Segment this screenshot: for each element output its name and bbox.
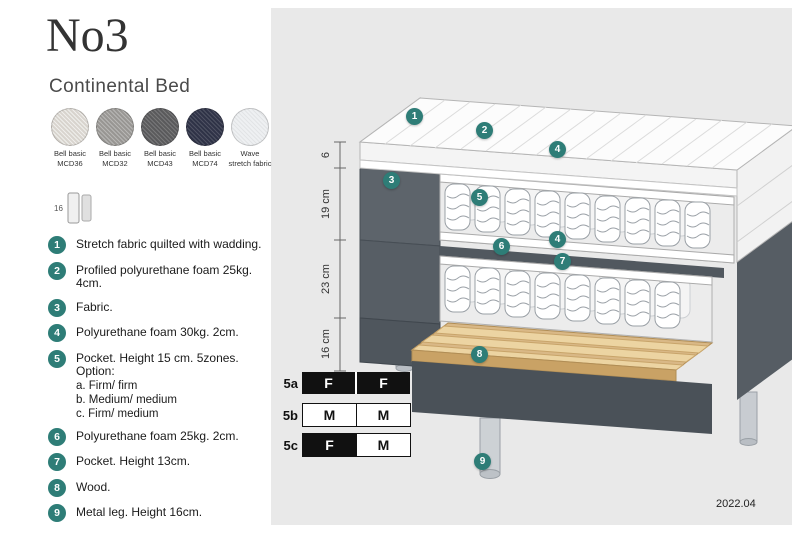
firmness-row-5a: 5a F F (272, 372, 410, 394)
firmness-cell: M (303, 404, 356, 426)
page-subtitle: Continental Bed (49, 76, 191, 97)
firmness-cells: M M (302, 403, 411, 427)
firmness-row-label: 5a (283, 375, 298, 391)
diagram-badge-5: 5 (471, 189, 488, 206)
firmness-cell: M (356, 434, 410, 456)
swatch-label: Bell basic (98, 149, 132, 158)
swatch-label: Bell basic (143, 149, 177, 158)
swatch-code: MCD74 (192, 158, 218, 168)
legend-badge-4: 4 (48, 324, 66, 343)
leg-dimension-icon: 16 (54, 192, 92, 224)
page-title: No3 (46, 9, 129, 62)
swatch-code: MCD32 (102, 158, 128, 168)
diagram-badge-8: 8 (471, 346, 488, 363)
legend-badge-8: 8 (48, 478, 66, 497)
legend-5-option-a: a. Firm/ firm (76, 380, 138, 393)
legend-item-1: 1 Stretch fabric quilted with wadding. (48, 236, 276, 254)
firmness-row-label: 5c (283, 437, 298, 453)
legend-text-5: Pocket. Height 15 cm. 5zones. Option: (76, 350, 239, 379)
legend-item-5: 5 Pocket. Height 15 cm. 5zones. Option: (48, 349, 276, 380)
swatch-code: stretch fabric (228, 158, 272, 168)
diagram-badge-1: 1 (406, 108, 423, 125)
diagram-badge-4-bottom: 4 (549, 231, 566, 248)
legend-text-7: Pocket. Height 13cm. (76, 454, 191, 469)
fabric-swatch-icon (141, 108, 179, 146)
legend-text-4: Polyurethane foam 30kg. 2cm. (76, 325, 239, 340)
legend-item-6: 6 Polyurethane foam 25kg. 2cm. (48, 427, 276, 446)
legend-list: 1 Stretch fabric quilted with wadding. 2… (48, 236, 276, 530)
diagram-badge-2: 2 (476, 122, 493, 139)
firmness-cell: M (356, 404, 410, 426)
legend-text-3: Fabric. (76, 299, 113, 314)
swatch-label: Bell basic (188, 149, 222, 158)
legend-item-3: 3 Fabric. (48, 298, 276, 317)
diagram-badge-7: 7 (554, 253, 571, 270)
firmness-cells: F F (302, 372, 410, 394)
diagram-badge-3: 3 (383, 172, 400, 189)
version-label: 2022.04 (716, 498, 756, 510)
legend-5-option-b: b. Medium/ medium (76, 393, 177, 406)
legend-item-9: 9 Metal leg. Height 16cm. (48, 504, 276, 523)
legend-badge-2: 2 (48, 261, 66, 280)
legend-5-options: a. Firm/ firm b. Medium/ medium c. Firm/… (76, 380, 276, 421)
firmness-row-5b: 5b M M (272, 403, 411, 427)
legend-item-7: 7 Pocket. Height 13cm. (48, 453, 276, 472)
fabric-swatch-icon (96, 108, 134, 146)
legend-badge-3: 3 (48, 298, 66, 317)
legend-item-8: 8 Wood. (48, 478, 276, 497)
firmness-cell: F (303, 434, 356, 456)
swatch-label: Bell basic (53, 149, 87, 158)
legend-text-2: Profiled polyurethane foam 25kg. 4cm. (76, 262, 253, 291)
fabric-swatch-icon (231, 108, 269, 146)
swatch-code: MCD36 (57, 158, 83, 168)
legend-item-2: 2 Profiled polyurethane foam 25kg. 4cm. (48, 261, 276, 292)
legend-text-9: Metal leg. Height 16cm. (76, 505, 203, 520)
legend-badge-7: 7 (48, 453, 66, 472)
fabric-swatch-icon (186, 108, 224, 146)
firmness-cells: F M (302, 433, 411, 457)
swatch-label: Wave (240, 149, 260, 158)
swatch-code: MCD43 (147, 158, 173, 168)
firmness-row-5c: 5c F M (272, 433, 411, 457)
legend-text-8: Wood. (76, 479, 111, 494)
firmness-cell: F (357, 372, 410, 394)
fabric-swatch-icon (51, 108, 89, 146)
legend-badge-1: 1 (48, 236, 66, 254)
diagram-badge-9: 9 (474, 453, 491, 470)
legend-badge-9: 9 (48, 504, 66, 523)
diagram-badge-6: 6 (493, 238, 510, 255)
firmness-cell: F (302, 372, 355, 394)
legend-item-4: 4 Polyurethane foam 30kg. 2cm. (48, 324, 276, 343)
diagram-badge-4-top: 4 (549, 141, 566, 158)
leg-height-label: 16 (54, 204, 63, 213)
legend-badge-6: 6 (48, 427, 66, 446)
legend-text-6: Polyurethane foam 25kg. 2cm. (76, 428, 239, 443)
firmness-row-label: 5b (282, 407, 298, 423)
legend-badge-5: 5 (48, 349, 66, 368)
legend-text-1: Stretch fabric quilted with wadding. (76, 237, 262, 251)
legend-5-option-c: c. Firm/ medium (76, 407, 159, 420)
